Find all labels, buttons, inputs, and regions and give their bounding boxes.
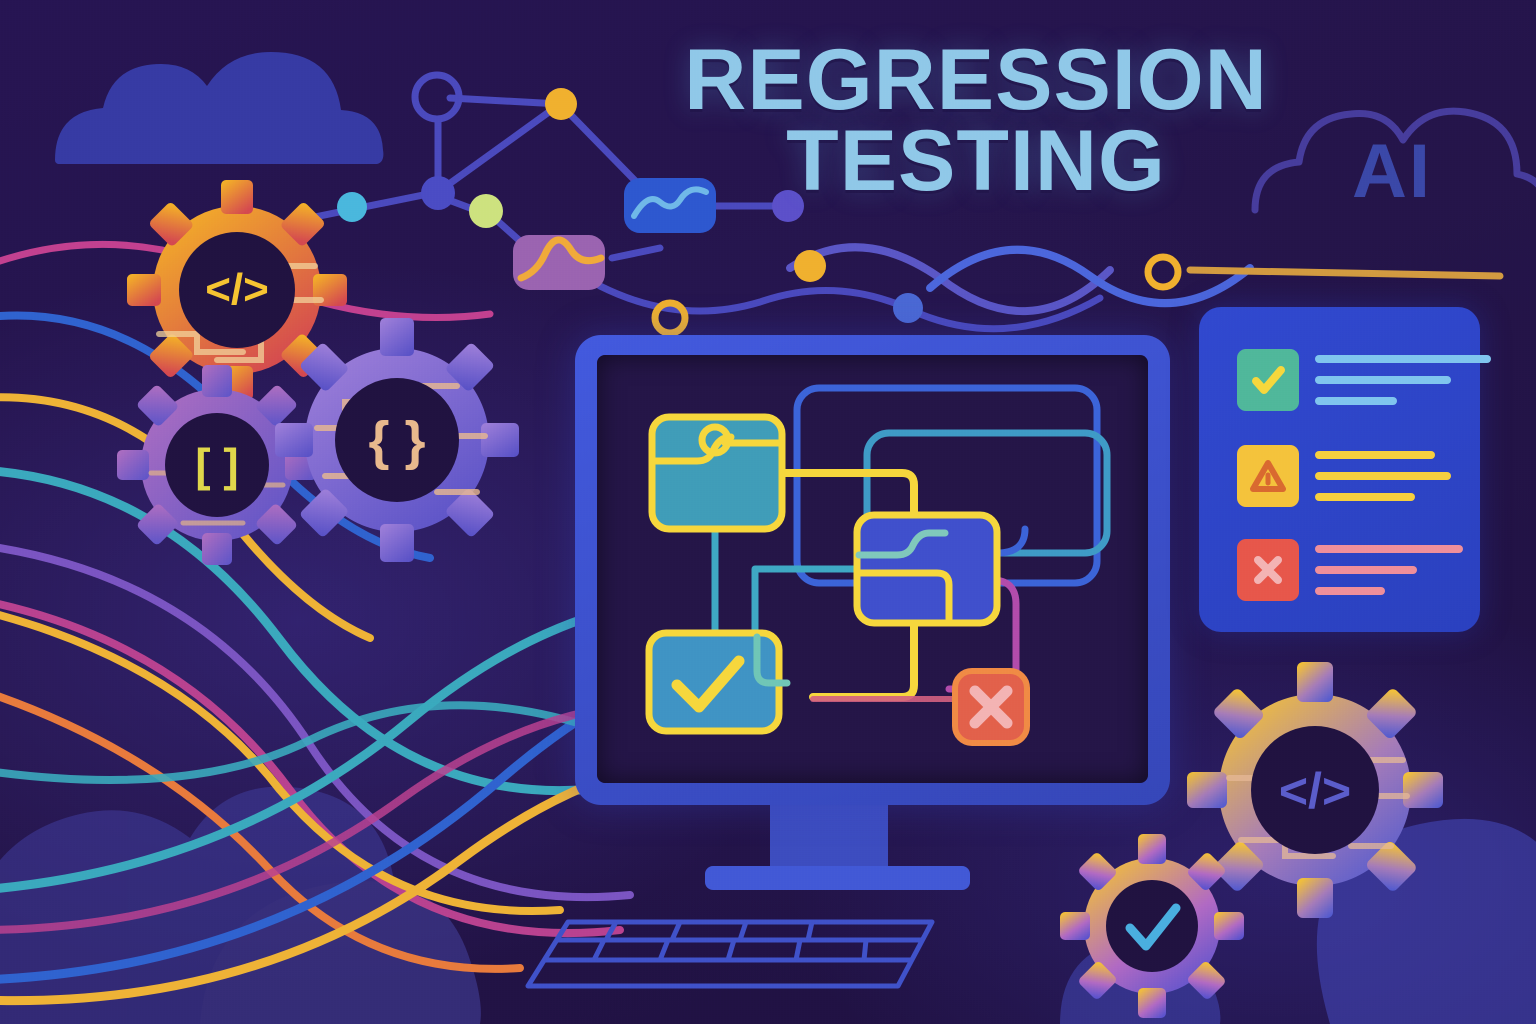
node-orange-dot (545, 88, 577, 120)
check-icon (1252, 366, 1285, 394)
braces-gear-symbol: { } (368, 411, 425, 471)
cloud-outline-ai (1251, 107, 1536, 214)
result-row-pass[interactable] (1237, 349, 1491, 411)
results-panel[interactable] (1199, 307, 1491, 632)
connector-teal-2 (751, 565, 861, 645)
page-title: REGRESSION TESTING (656, 37, 1296, 209)
wave-gold-2 (0, 611, 564, 915)
chart-card-blue (624, 178, 716, 233)
x-icon (1254, 556, 1282, 584)
x-icon (969, 685, 1013, 729)
status-tile-fail (1237, 539, 1299, 601)
code-gear-symbol: </> (205, 265, 269, 314)
result-lines-warning (1315, 445, 1451, 501)
warning-triangle-icon (1250, 460, 1286, 492)
code-gear-large: </> (1187, 662, 1443, 918)
node-orange-ring-2 (1144, 253, 1182, 291)
code-gear: </> (127, 180, 347, 400)
flow-diagram (645, 384, 1111, 746)
node-blue-dot-2 (893, 293, 923, 323)
result-lines-fail (1315, 539, 1463, 595)
braces-gear: { } (275, 318, 519, 562)
keyboard (525, 919, 935, 989)
node-orange-ring (651, 299, 689, 337)
wave-purple-2 (0, 544, 634, 902)
node-orange-dot-2 (794, 250, 826, 282)
title-line-2: TESTING (786, 112, 1166, 209)
monitor-neck (770, 800, 888, 872)
connector-yellow-main (778, 469, 918, 523)
flow-node-fail (952, 668, 1030, 746)
check-icon (1125, 903, 1181, 951)
cloud-top-left (55, 52, 384, 164)
node-blue-dot (421, 176, 455, 210)
result-row-warning[interactable] (1237, 445, 1451, 507)
check-icon (671, 655, 745, 713)
result-row-fail[interactable] (1237, 539, 1463, 601)
chart-card-purple (513, 235, 605, 290)
flow-node-start (648, 413, 786, 533)
node-purple-dot (772, 190, 804, 222)
wave-teal-3 (0, 701, 604, 784)
node-cyan-dot (337, 192, 367, 222)
status-tile-warning (1237, 445, 1299, 507)
wave-magenta-2 (0, 600, 624, 937)
result-lines-pass (1315, 349, 1491, 405)
code-gear-large-symbol: </> (1279, 763, 1351, 819)
check-gear-small (1060, 834, 1244, 1018)
ai-label: AI (1352, 129, 1432, 214)
node-lime-dot (469, 194, 503, 228)
connector-blue-right (993, 525, 1029, 557)
monitor (575, 335, 1170, 805)
node-hollow-circle (411, 71, 463, 123)
status-tile-pass (1237, 349, 1299, 411)
brackets-gear: [ ] (117, 365, 317, 565)
monitor-screen (597, 355, 1148, 783)
brackets-gear-symbol: [ ] (195, 439, 238, 491)
flow-node-process (853, 511, 1001, 627)
flow-node-pass (645, 629, 791, 735)
title-line-1: REGRESSION (684, 32, 1268, 128)
monitor-base (705, 866, 970, 890)
